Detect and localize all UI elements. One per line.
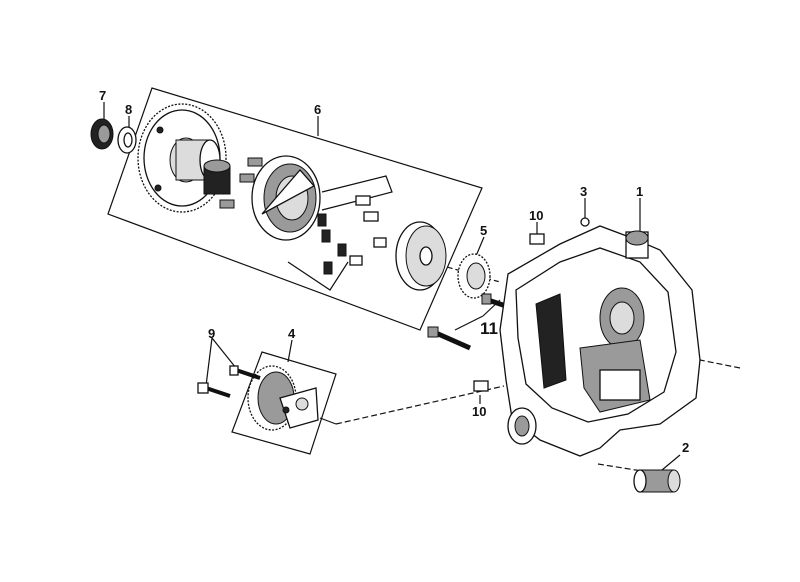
bolt-9-part xyxy=(197,365,261,398)
idle-gear-part xyxy=(457,253,491,299)
clutch-bolts-part xyxy=(219,157,263,209)
oil-pump-part xyxy=(247,365,319,431)
bushing-part xyxy=(633,469,681,493)
callout-5: 5 xyxy=(480,223,487,238)
assembly-6-frame xyxy=(107,87,483,331)
callout-6: 6 xyxy=(314,102,321,117)
washer-part xyxy=(117,126,137,154)
crankcase-part xyxy=(499,217,701,457)
callout-3: 3 xyxy=(580,184,587,199)
callout-4: 4 xyxy=(288,326,296,341)
rollers-springs-part xyxy=(317,195,387,275)
callout-9: 9 xyxy=(208,326,215,341)
leader-lines xyxy=(103,102,741,473)
callout-2: 2 xyxy=(682,440,689,455)
clutch-plate-part xyxy=(395,221,447,291)
one-way-clutch-part xyxy=(251,155,321,241)
callout-11: 11 xyxy=(480,319,498,338)
callout-10-bottom: 10 xyxy=(472,404,486,419)
driven-gear-part xyxy=(137,103,227,213)
dowel-pin-10-part xyxy=(473,233,545,392)
assembly-4-frame xyxy=(231,351,337,455)
callout-10-top: 10 xyxy=(529,208,543,223)
callout-1: 1 xyxy=(636,184,643,199)
needle-bearing-part xyxy=(203,159,231,195)
oil-seal-part xyxy=(90,118,114,150)
callout-8: 8 xyxy=(125,102,132,117)
callout-7: 7 xyxy=(99,88,106,103)
